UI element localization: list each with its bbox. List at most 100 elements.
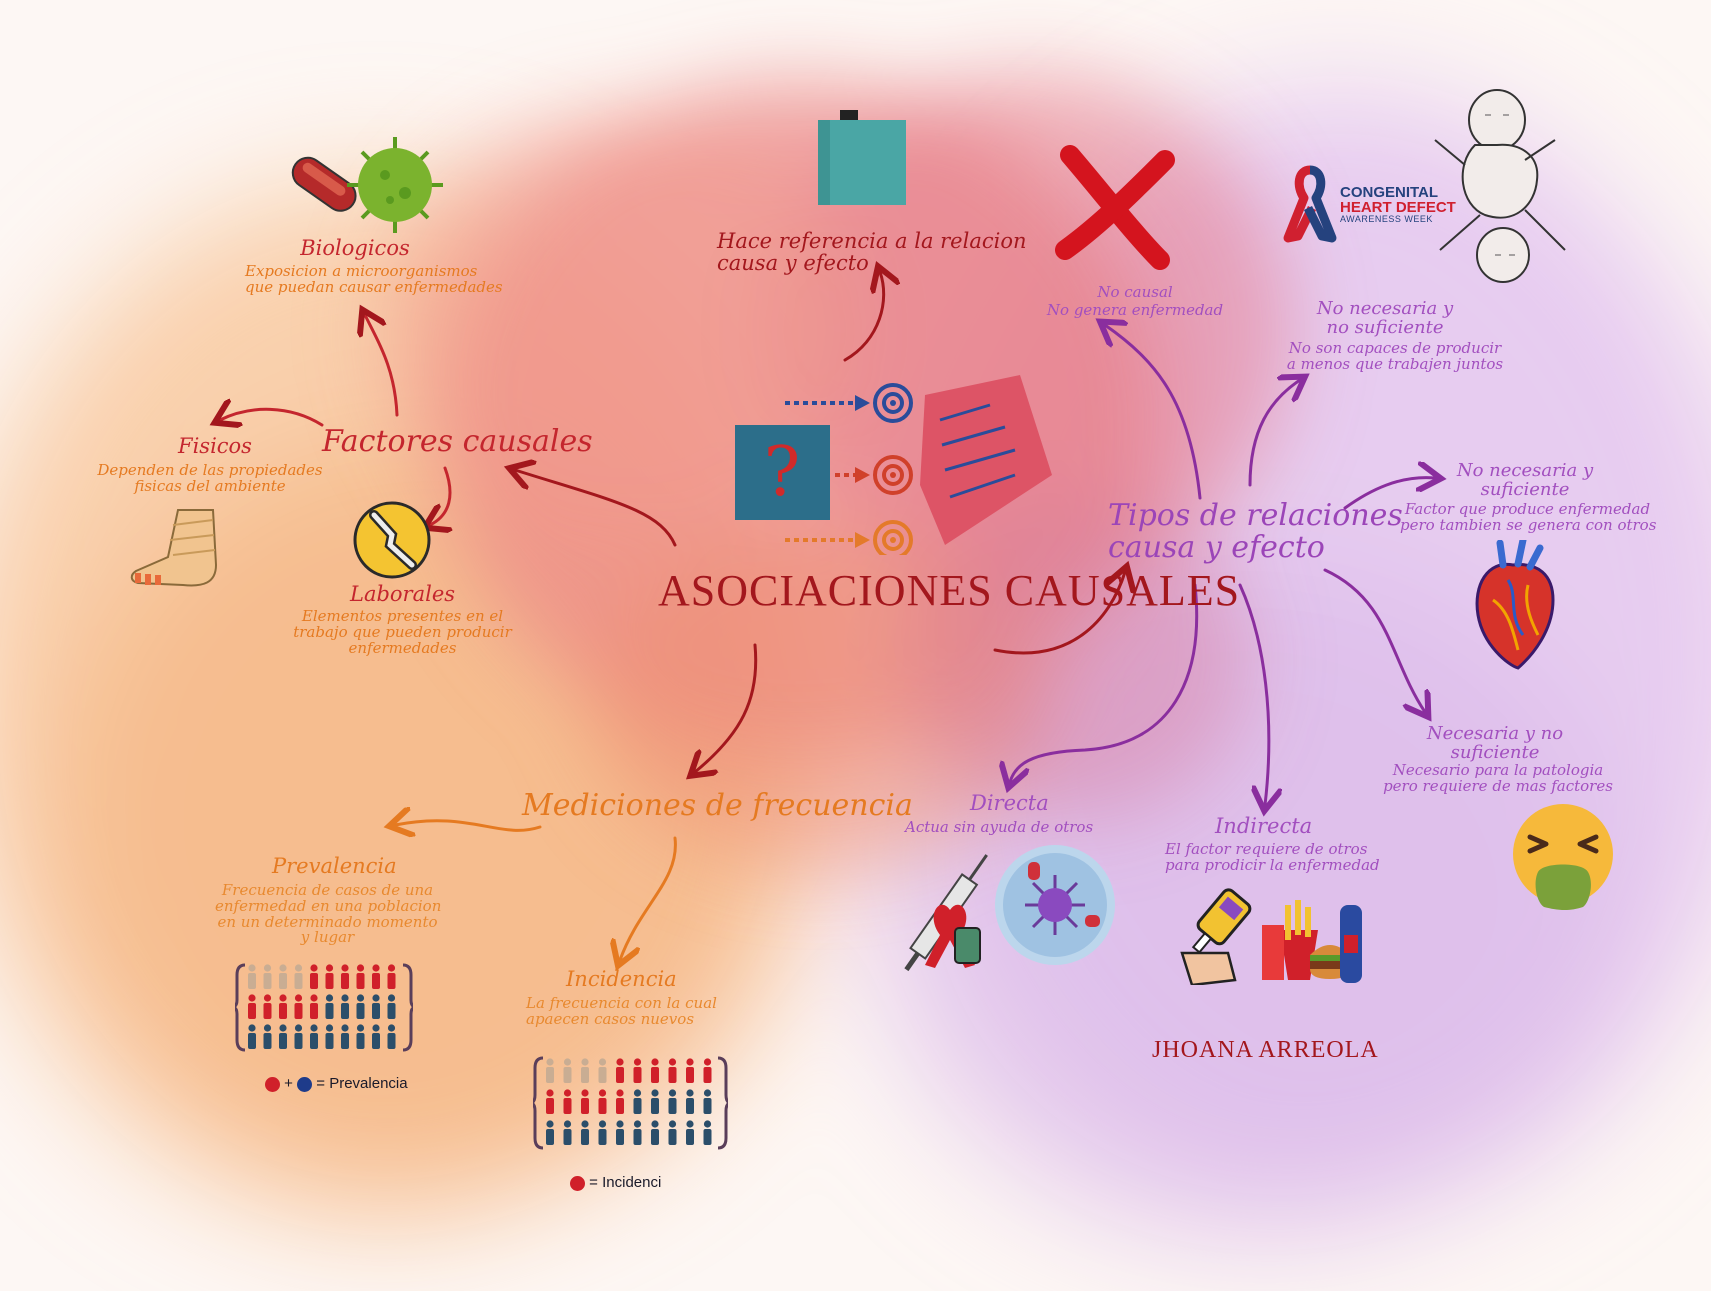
person-head: [263, 964, 272, 972]
indirecta-title: Indirecta: [1215, 814, 1313, 838]
person-head: [325, 1024, 334, 1032]
prevalencia-description: Frecuencia de casos de una enfermedad en…: [215, 881, 442, 947]
knee-joint-icon: [353, 501, 431, 579]
person-head: [387, 1024, 396, 1032]
person-body: [248, 1033, 256, 1049]
svg-text:?: ?: [764, 433, 800, 512]
person-head: [341, 964, 349, 972]
person-body: [310, 973, 318, 989]
person-head: [294, 1024, 303, 1032]
person-body: [686, 1067, 694, 1083]
person-body: [372, 973, 380, 989]
person-head: [686, 1089, 694, 1097]
person-head: [581, 1089, 589, 1097]
red-x-icon: [1055, 145, 1175, 270]
person-body: [325, 1003, 334, 1019]
person-head: [310, 994, 318, 1002]
person-head: [633, 1120, 642, 1128]
person-body: [633, 1098, 642, 1114]
person-head: [616, 1089, 624, 1097]
nec-no-suf-description: Necesario para la patologia pero requier…: [1383, 761, 1613, 795]
person-head: [356, 964, 365, 972]
person-head: [633, 1058, 642, 1066]
person-body: [668, 1098, 677, 1114]
person-head: [651, 1120, 659, 1128]
person-body: [598, 1098, 607, 1114]
biologicos-description: Exposicion a microorganismos que puedan …: [245, 262, 503, 296]
bandaged-foot-icon: [130, 509, 218, 587]
person-head: [703, 1120, 712, 1128]
directa-description: Actua sin ayuda de otros: [905, 818, 1094, 836]
person-body: [263, 1003, 272, 1019]
person-head: [616, 1058, 624, 1066]
main-title: ASOCIACIONES CAUSALES: [658, 566, 1241, 615]
laborales-description: Elementos presentes en el trabajo que pu…: [293, 607, 512, 657]
person-body: [546, 1067, 554, 1083]
person-body: [294, 1003, 303, 1019]
person-body: [546, 1129, 554, 1145]
person-body: [703, 1067, 712, 1083]
target-goals-icon: ?: [735, 375, 1052, 555]
no-nec-suf-title: No necesaria y suficiente: [1456, 460, 1594, 500]
person-body: [668, 1067, 677, 1083]
sticky-note-icon: [818, 110, 906, 205]
person-body: [703, 1129, 712, 1145]
person-body: [310, 1033, 318, 1049]
person-head: [356, 1024, 365, 1032]
person-head: [387, 994, 396, 1002]
indirecta-description: El factor requiere de otros para prodici…: [1165, 840, 1380, 874]
person-body: [616, 1067, 624, 1083]
person-head: [372, 964, 380, 972]
person-head: [356, 994, 365, 1002]
person-body: [581, 1098, 589, 1114]
person-head: [703, 1058, 712, 1066]
person-head: [387, 964, 396, 972]
person-head: [598, 1120, 607, 1128]
nec-no-suf-title: Necesaria y no suficiente: [1426, 723, 1564, 763]
person-head: [248, 1024, 256, 1032]
person-head: [294, 964, 303, 972]
incidence-population-icon: [533, 1056, 728, 1150]
person-head: [651, 1058, 659, 1066]
person-body: [563, 1129, 572, 1145]
relation-types-heading: Tipos de relaciones causa y efecto: [1108, 498, 1403, 565]
person-head: [325, 964, 334, 972]
no-nec-suf-description: Factor que produce enfermedad pero tambi…: [1400, 500, 1657, 534]
person-head: [325, 994, 334, 1002]
person-head: [248, 994, 256, 1002]
laborales-title: Laborales: [350, 582, 456, 606]
person-body: [563, 1067, 572, 1083]
person-head: [279, 994, 287, 1002]
person-head: [651, 1089, 659, 1097]
person-head: [668, 1058, 677, 1066]
person-body: [651, 1067, 659, 1083]
directa-title: Directa: [970, 791, 1049, 815]
person-head: [668, 1089, 677, 1097]
person-body: [294, 973, 303, 989]
person-head: [341, 994, 349, 1002]
causal-relation-description: Hace referencia a la relacion causa y ef…: [717, 229, 1027, 276]
incidencia-title: Incidencia: [566, 967, 677, 991]
person-head: [279, 964, 287, 972]
congenital-heart-defect-label: CONGENITAL HEART DEFECT AWARENESS WEEK: [1340, 184, 1456, 224]
glucometer-and-fast-food-icon: [1180, 888, 1362, 985]
person-head: [581, 1058, 589, 1066]
fisicos-title: Fisicos: [178, 434, 252, 458]
person-head: [616, 1120, 624, 1128]
person-head: [310, 1024, 318, 1032]
person-body: [387, 1033, 396, 1049]
person-head: [546, 1089, 554, 1097]
person-head: [263, 994, 272, 1002]
person-body: [372, 1003, 380, 1019]
incidence-legend: = Incidenci: [570, 1174, 661, 1191]
person-body: [325, 1033, 334, 1049]
person-head: [310, 964, 318, 972]
person-body: [616, 1098, 624, 1114]
person-head: [546, 1120, 554, 1128]
incidencia-description: La frecuencia con la cual apaecen casos …: [526, 994, 717, 1028]
person-head: [279, 1024, 287, 1032]
anatomical-heart-icon: [1475, 540, 1555, 670]
prevalence-population-icon: [235, 963, 413, 1052]
person-head: [686, 1058, 694, 1066]
